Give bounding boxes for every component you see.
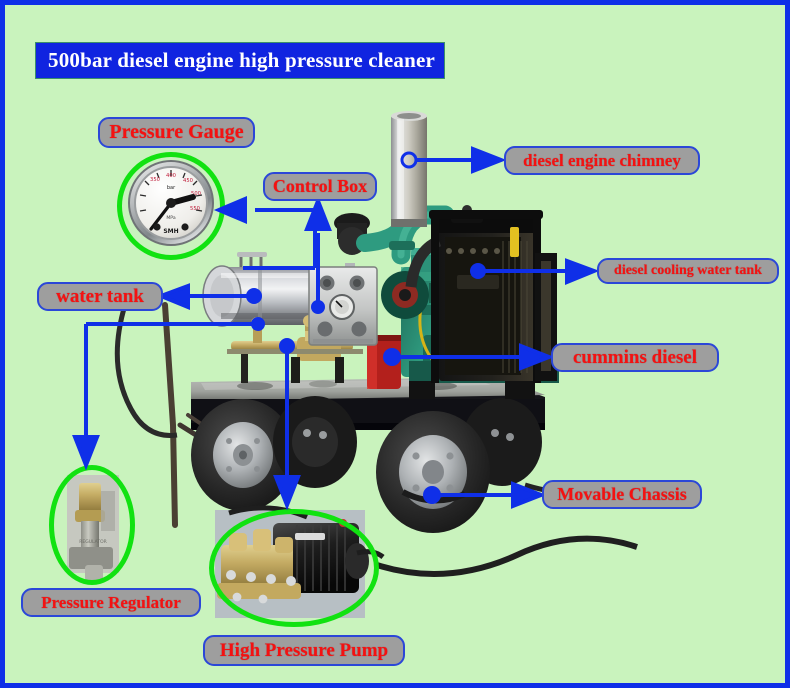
callout-diesel-cooling-water-tank[interactable]: diesel cooling water tank: [597, 258, 779, 284]
callout-movable-chassis[interactable]: Movable Chassis: [542, 480, 702, 509]
hose-left: [114, 304, 178, 438]
callout-label-diesel-cooling-water-tank: diesel cooling water tank: [614, 263, 762, 278]
callout-label-diesel-engine-chimney: diesel engine chimney: [523, 150, 681, 170]
callout-label-movable-chassis: Movable Chassis: [557, 484, 687, 504]
page-title: 500bar diesel engine high pressure clean…: [48, 48, 435, 72]
radiator-assembly: [405, 205, 543, 383]
wheel-rear-inner: [273, 396, 357, 488]
callout-control-box[interactable]: Control Box: [263, 172, 377, 201]
callout-label-pressure-gauge: Pressure Gauge: [109, 121, 244, 143]
callout-cummins-diesel[interactable]: cummins diesel: [551, 343, 719, 372]
pressure-gauge-ring: [117, 152, 225, 260]
high-pressure-pump-ring: [209, 509, 379, 627]
callout-water-tank[interactable]: water tank: [37, 282, 163, 311]
callout-label-high-pressure-pump: High Pressure Pump: [219, 639, 389, 661]
chimney-stack: [391, 111, 427, 227]
wheel-front-left: [376, 411, 490, 533]
callout-diesel-engine-chimney[interactable]: diesel engine chimney: [504, 146, 700, 175]
callout-label-pressure-regulator: Pressure Regulator: [41, 592, 181, 612]
callout-pressure-gauge[interactable]: Pressure Gauge: [98, 117, 255, 148]
callout-label-control-box: Control Box: [272, 176, 368, 196]
callout-pressure-regulator[interactable]: Pressure Regulator: [21, 588, 201, 617]
title-banner: 500bar diesel engine high pressure clean…: [35, 42, 445, 79]
callout-high-pressure-pump[interactable]: High Pressure Pump: [203, 635, 405, 666]
wheel-rear-left: [191, 399, 295, 511]
callout-label-cummins-diesel: cummins diesel: [572, 346, 698, 368]
hose-ground: [376, 535, 638, 577]
control-box-body: [308, 266, 378, 346]
pressure-regulator-ring: [49, 465, 135, 585]
callout-label-water-tank: water tank: [56, 285, 144, 307]
air-intake: [334, 213, 408, 255]
